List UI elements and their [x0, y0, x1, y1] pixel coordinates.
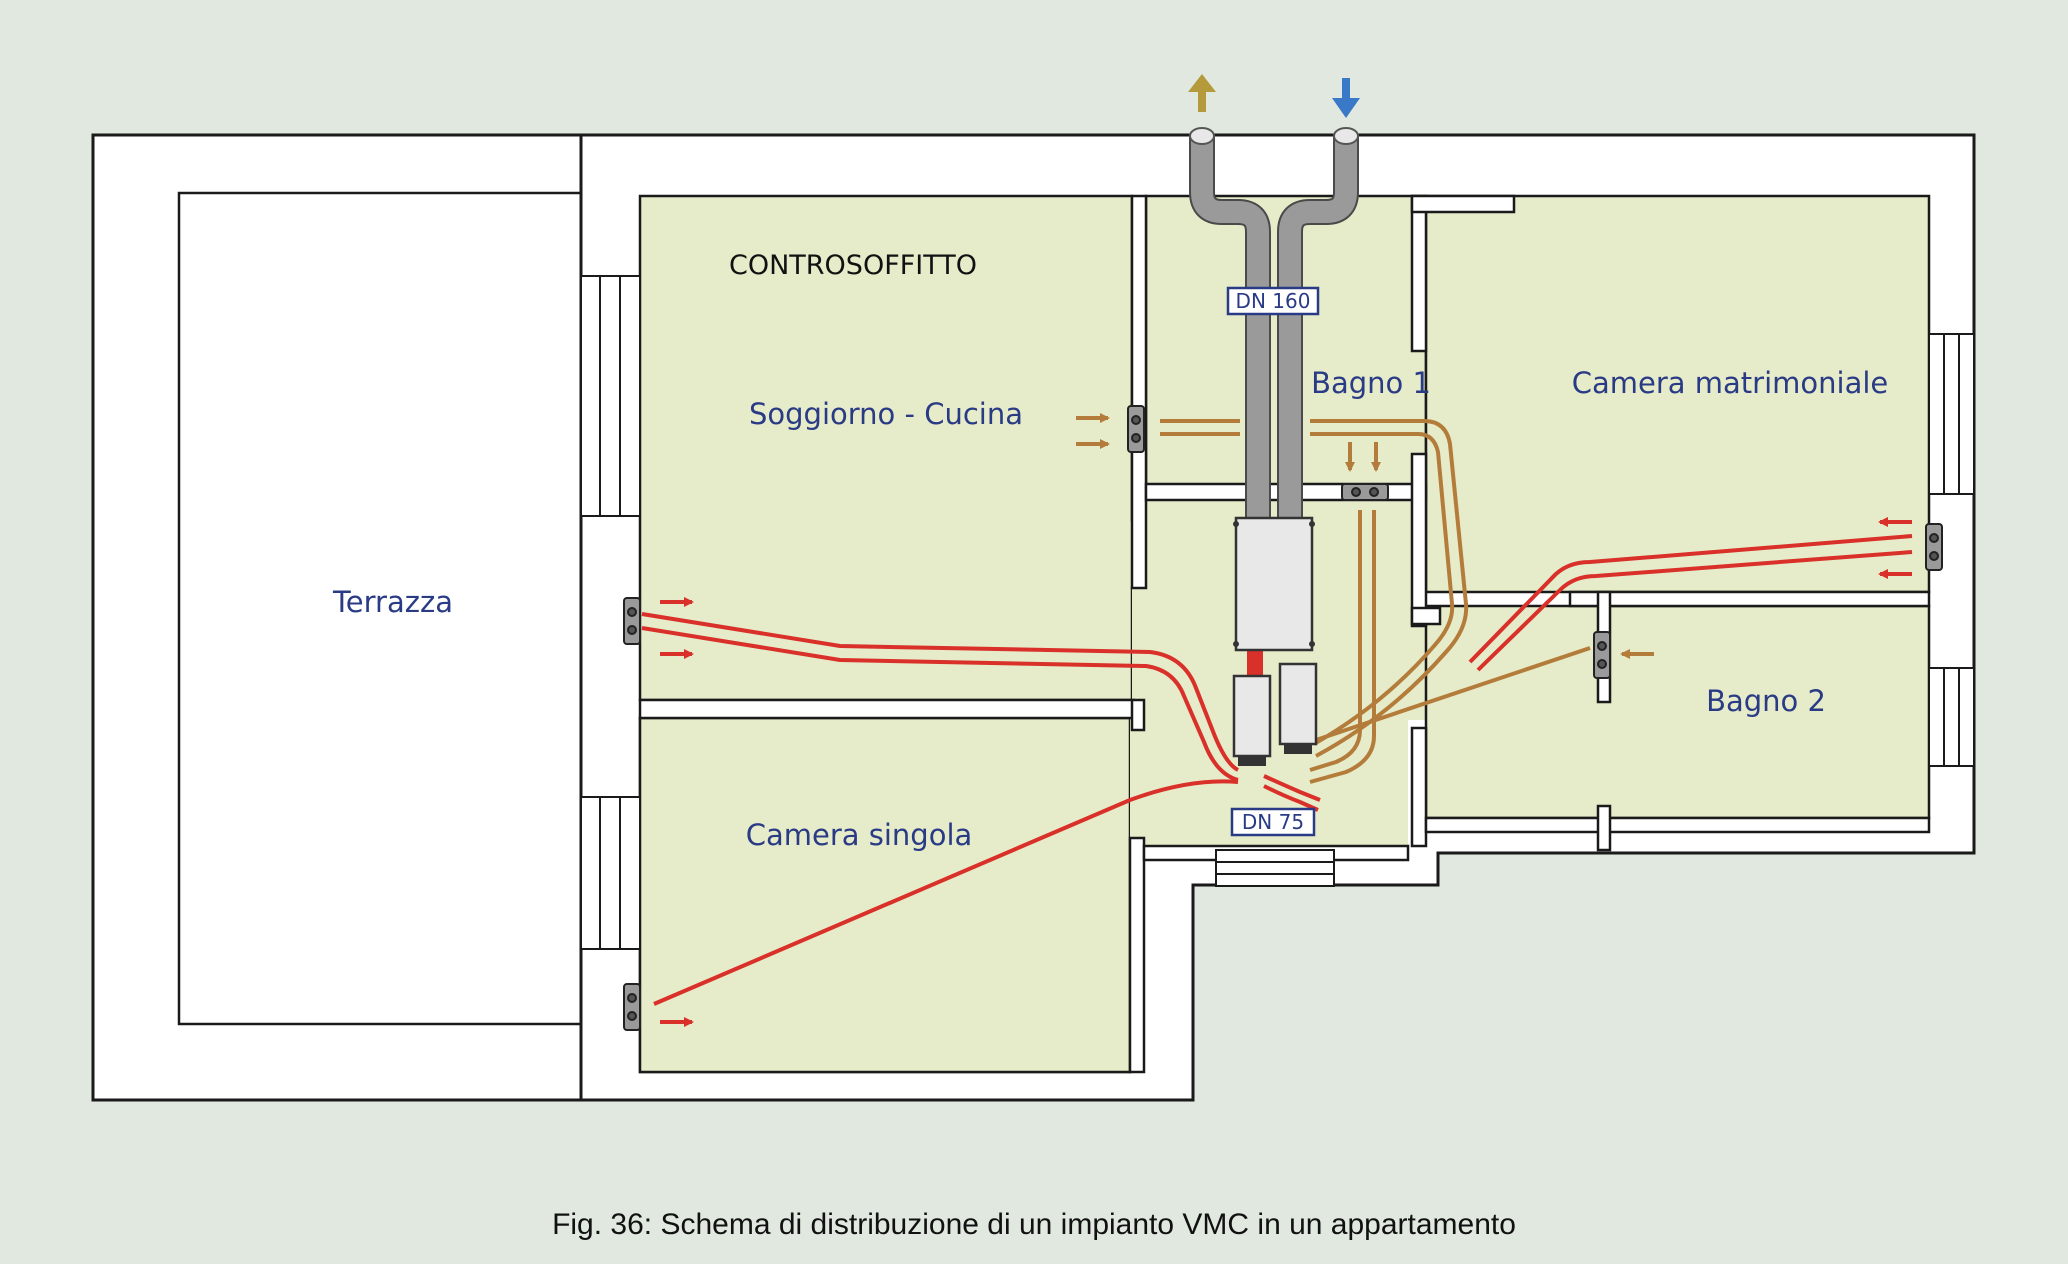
intake-arrow-icon	[1332, 78, 1360, 118]
intake-roof-terminal	[1333, 127, 1359, 145]
supply-distribution-box	[1232, 674, 1272, 766]
supply-feed-connector	[1247, 650, 1263, 678]
extract-vent-bath1	[1341, 483, 1389, 501]
extract-distribution-box	[1278, 662, 1318, 754]
room-master-bedroom	[1424, 194, 1931, 594]
window-bath2-right	[1928, 667, 1975, 767]
wall-bath2-bottom-stub	[1596, 804, 1612, 852]
wall-living-single-end	[1130, 698, 1146, 732]
supply-duct-right-a	[1263, 774, 1321, 802]
label-master-bedroom: Camera matrimoniale	[1572, 366, 1889, 400]
duct-tag-dn75-text: DN 75	[1242, 810, 1304, 834]
figure-caption: Fig. 36: Schema di distribuzione di un i…	[552, 1208, 1516, 1241]
supply-duct-right-b	[1263, 784, 1319, 812]
vents	[623, 405, 1943, 1031]
supply-vent-master	[1925, 523, 1943, 571]
label-bathroom-1: Bagno 1	[1311, 366, 1431, 400]
window-single-left	[580, 796, 641, 950]
main-ducts	[1189, 127, 1359, 520]
wall-bath2-bottom	[1424, 816, 1931, 834]
window-living-left	[580, 275, 641, 517]
exhaust-duct	[1191, 136, 1269, 520]
extract-vent-kitchen	[1127, 405, 1145, 453]
wall-bath1-top-stub	[1410, 194, 1516, 214]
wall-master-bath2	[1568, 590, 1931, 608]
exhaust-roof-terminal	[1189, 127, 1215, 145]
windows	[580, 275, 1975, 950]
supply-duct-living-b	[641, 626, 1239, 782]
supply-duct-master-b	[1476, 550, 1913, 672]
rooms	[638, 194, 1931, 1074]
wall-bath1-right-lower	[1410, 452, 1428, 628]
duct-tag-dn160-text: DN 160	[1236, 289, 1311, 313]
room-single-bedroom-body	[638, 716, 1132, 1074]
exhaust-arrow-icon	[1188, 74, 1216, 112]
supply-vent-living	[623, 597, 641, 645]
supply-duct-single	[653, 779, 1239, 1006]
wall-living-bath1	[1130, 194, 1148, 590]
label-false-ceiling: CONTROSOFFITTO	[729, 250, 977, 281]
extract-duct-bath1-b	[1309, 510, 1376, 784]
label-terrace: Terrazza	[332, 585, 453, 619]
supply-vent-single	[623, 983, 641, 1031]
vmc-unit-body	[1234, 516, 1314, 652]
wall-living-single	[638, 698, 1136, 720]
interior-walls	[638, 194, 1931, 1074]
label-living-kitchen: Soggiorno - Cucina	[749, 397, 1023, 431]
wall-single-right	[1128, 836, 1146, 1074]
extract-duct-bath2	[1309, 646, 1591, 744]
supply-duct-master-a	[1468, 534, 1913, 664]
wall-bath1-right-lower-foot	[1410, 606, 1442, 626]
extract-duct-master-b	[1310, 432, 1455, 746]
wall-corridor-right	[1410, 726, 1428, 848]
duct-tag-dn160: DN 160	[1226, 286, 1320, 316]
label-bathroom-2: Bagno 2	[1706, 684, 1826, 718]
extract-vent-bath2	[1593, 631, 1611, 679]
intake-duct	[1279, 136, 1357, 520]
supply-ducts	[641, 534, 1913, 1006]
vmc-unit	[1233, 516, 1315, 652]
duct-tag-dn75: DN 75	[1230, 807, 1316, 837]
extract-ducts	[1160, 419, 1591, 784]
room-bathroom-2	[1424, 604, 1931, 820]
supply-duct-living-a	[641, 612, 1240, 772]
entrance-door-sill	[1215, 849, 1335, 887]
wall-bath1-top-right	[1410, 194, 1428, 353]
flow-arrows	[660, 413, 1912, 1027]
label-single-room: Camera singola	[746, 818, 973, 852]
terrace-inner-area	[177, 191, 583, 1026]
window-master-right	[1928, 333, 1975, 495]
